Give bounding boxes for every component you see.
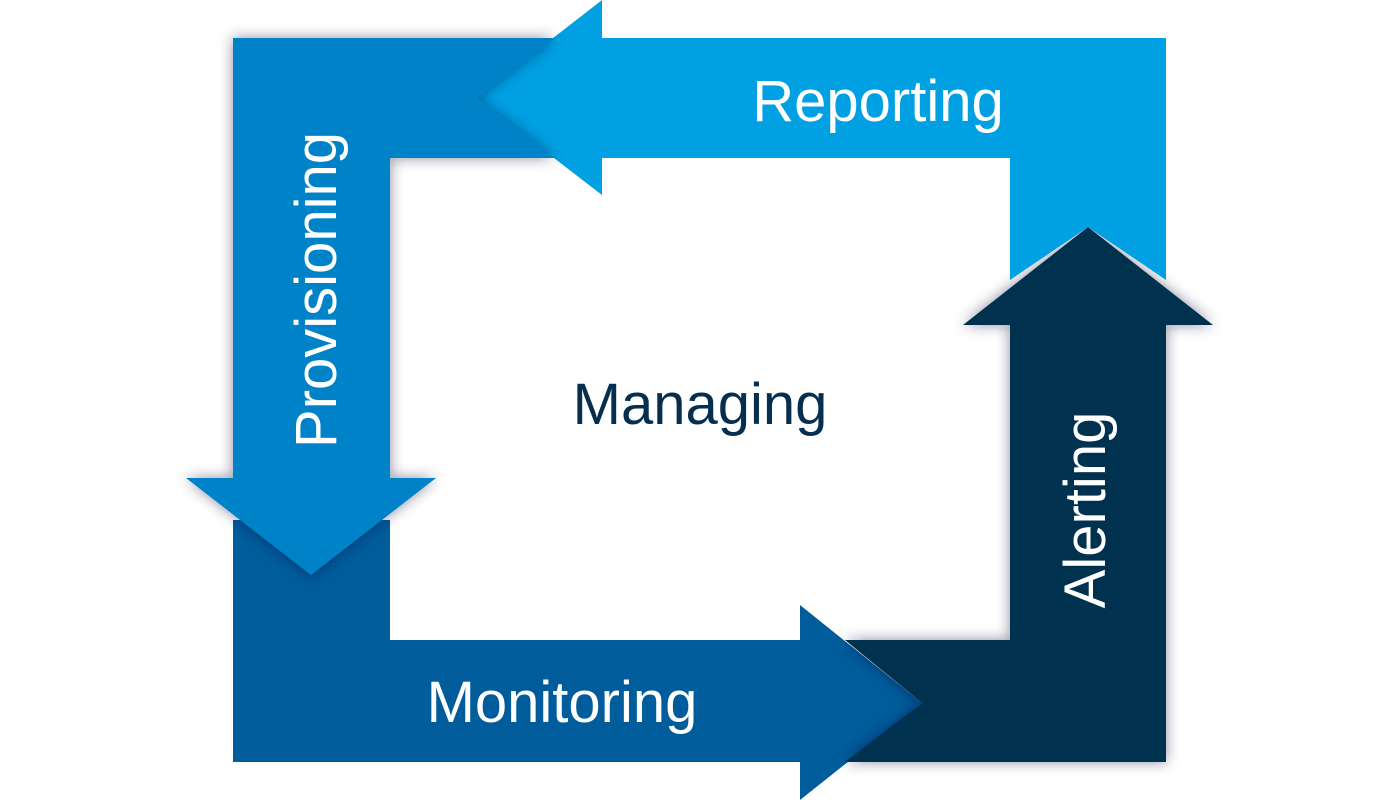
provisioning-label: Provisioning: [284, 132, 349, 448]
reporting-label: Reporting: [752, 69, 1003, 134]
alerting-label: Alerting: [1053, 412, 1118, 609]
monitoring-arrow: [233, 520, 922, 800]
center-label: Managing: [573, 372, 828, 437]
monitoring-label: Monitoring: [427, 670, 698, 735]
provisioning-arrow: [186, 38, 555, 575]
reporting-arrow: [476, 0, 1166, 280]
alerting-arrow: [845, 227, 1213, 762]
